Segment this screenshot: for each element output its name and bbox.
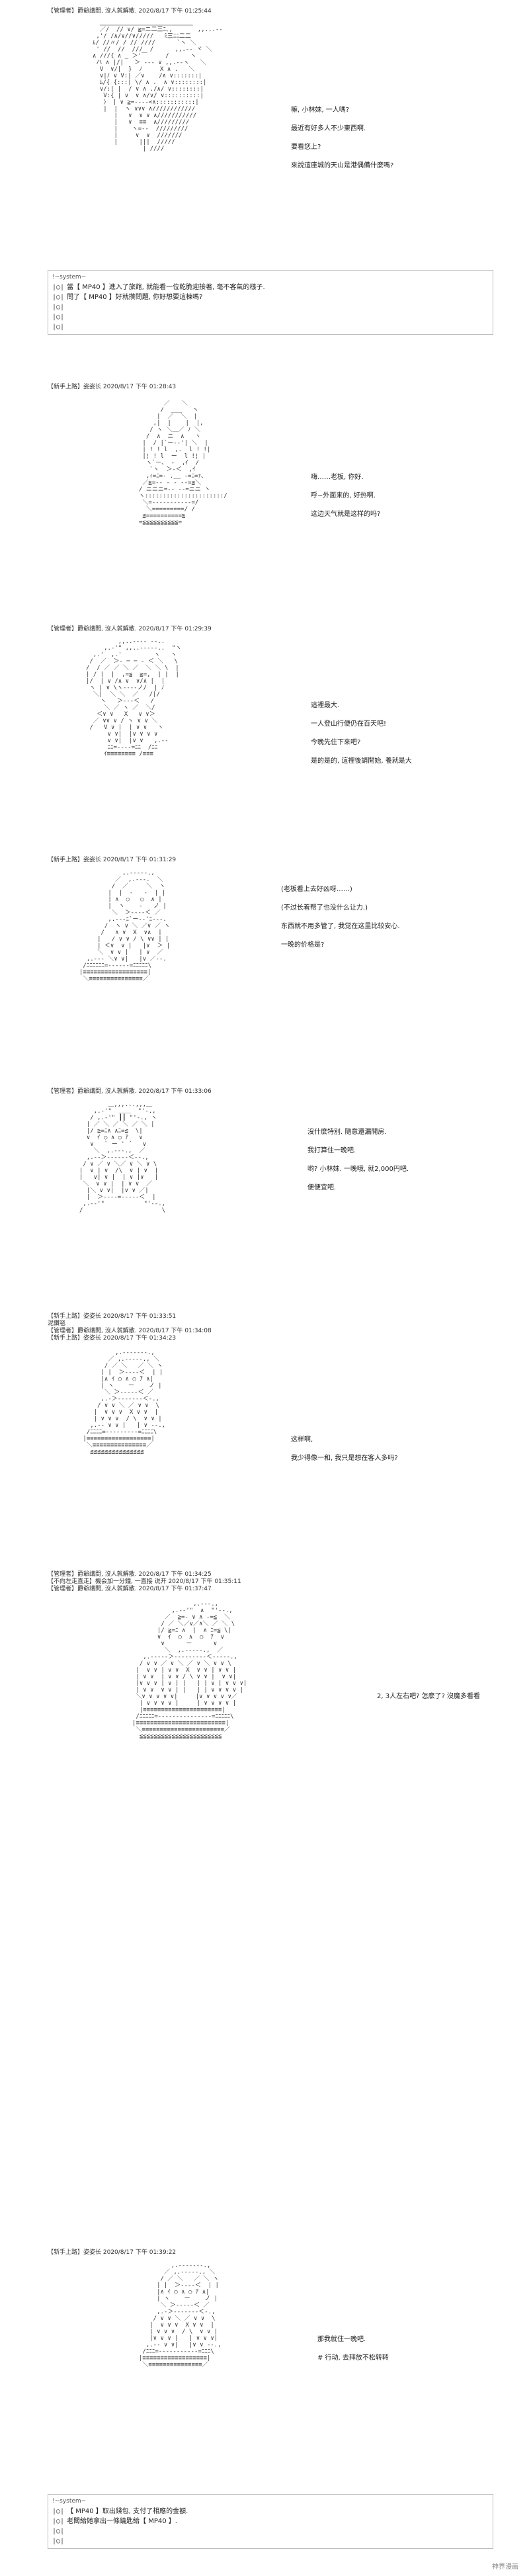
dialog-line: 这边天气就是这样的吗? bbox=[311, 511, 381, 518]
system-line: 老闆給她拿出一條鑰匙給【 MP40 】. bbox=[67, 2518, 177, 2525]
dialog-line: 嘛, 小林妹, 一人嗎? bbox=[291, 107, 350, 114]
dialog-line: 來說這座城的天山是港偶備什麼嗎? bbox=[291, 162, 394, 169]
post-header: 【新手上路】姿姿长 2020/8/17 下午 01:39:22 bbox=[48, 2249, 177, 2256]
ascii-art-figure: ／￣￣＼ / ___ ヽ | ／ ＼ | ,| | | |, / ヽ ＼＿／ ﾉ… bbox=[139, 400, 227, 526]
post-header: 【新手上路】姿姿长 2020/8/17 下午 01:28:43 bbox=[48, 384, 177, 390]
dialog-line: 那我就住一晚吧. bbox=[317, 2336, 366, 2343]
dialog-lines: 2, 3人左右吧? 怎麼了? 沒魔多看看 bbox=[377, 1692, 480, 1711]
system-message-box: !~system~ |◯|【 MP40 】取出錢包, 支付了相應的金額. |◯|… bbox=[48, 2494, 493, 2549]
dialog-line: (老板看上去好凶呀……) bbox=[281, 886, 352, 893]
system-line: 問了【 MP40 】好就攢問題, 你好想要這棟嗎? bbox=[67, 294, 203, 301]
system-title: !~system~ bbox=[52, 2498, 87, 2505]
ascii-art-figure: ‗‗‗‗‗‗‗‗‗‗‗‗‗‗‗‗‗‗‗‗‗‗‗‗‗‗ ／/ // ∨/ ≧=ニ二… bbox=[93, 20, 223, 152]
post-header: 【新手上路】姿姿长 2020/8/17 下午 01:31:29 bbox=[48, 857, 177, 863]
post-sub-header: 泥鑽毯 bbox=[48, 1320, 66, 1327]
dialog-line: 一人登山行便仍在百天吧! bbox=[311, 720, 387, 728]
ascii-art-figure: ,.-‐-., ,.-‐'" ∧ "'‐-., ／ ≧=- ∨ ∧ -=≦ ＼ … bbox=[132, 1601, 247, 1740]
system-title: !~system~ bbox=[52, 274, 87, 280]
post: 【新手上路】姿姿长 2020/8/17 下午 01:31:29 bbox=[48, 857, 176, 864]
dialog-line: 這裡最大. bbox=[311, 702, 340, 709]
thread-page: 【管理者】爵爺講問, 沒人就解散. 2020/8/17 下午 01:25:44 … bbox=[40, 0, 493, 2576]
system-line: 當【 MP40 】進入了旅館, 就能看一位乾脆迎接著, 毫不客氣的樣子. bbox=[67, 284, 265, 291]
dialog-line: (不过长着帮了也没什么让力.) bbox=[281, 904, 368, 912]
dialog-line: 2, 3人左右吧? 怎麼了? 沒魔多看看 bbox=[377, 1693, 481, 1700]
dialog-line: 哟? 小林妹. 一晚哦, 就2,000円吧. bbox=[307, 1166, 409, 1173]
ascii-art-figure: ,.-‐‐‐-., ／ ,.-‐-. ＼ / ／ ＼ ヽ | | ‐ ‐ | |… bbox=[79, 870, 171, 982]
dialog-line: 是的是的, 這裡後請開始, 養就是大 bbox=[311, 757, 412, 765]
post-sub-header: 【不向左走直走】機会加一分鐘, 一直接 说开 2020/8/17 下午 01:3… bbox=[48, 1578, 241, 1585]
post: 【新手上路】姿姿长 2020/8/17 下午 01:39:22 bbox=[48, 2249, 176, 2256]
ascii-art-figure: ,.-‐‐‐‐‐-., ／ ,.-‐‐‐-., ＼ / ／ ＼ ／ ＼ ヽ | … bbox=[83, 1350, 166, 1455]
dialog-lines: 这样啊, 我少得像一和, 我只是想在客人多吗? bbox=[291, 1436, 398, 1473]
dialog-line: 我打算住一晚吧. bbox=[307, 1147, 356, 1154]
dialog-line: 我少得像一和, 我只是想在客人多吗? bbox=[291, 1455, 398, 1462]
post: 【新手上路】姿姿长 2020/8/17 下午 01:28:43 bbox=[48, 384, 176, 391]
dialog-line: 这样啊, bbox=[291, 1436, 313, 1443]
dialog-lines: 這裡最大. 一人登山行便仍在百天吧! 今晚先住下來吧? 是的是的, 這裡後請開始… bbox=[311, 701, 412, 775]
dialog-lines: 嘛, 小林妹, 一人嗎? 最近有好多人不少東西啊. 要看您上? 來說這座城的天山… bbox=[291, 106, 393, 180]
dialog-lines: 那我就住一晚吧. # 行动, 去拜放不松转转 bbox=[317, 2335, 389, 2372]
dialog-line: 一晚的价格是? bbox=[281, 941, 325, 949]
dialog-line: 嗨……老板, 你好. bbox=[311, 474, 364, 481]
dialog-line: 东西就不用多管了, 我觉在这里比较安心. bbox=[281, 923, 400, 930]
post-header: 【管理者】爵爺講問, 沒人就解散. 2020/8/17 下午 01:34:25 bbox=[48, 1571, 212, 1578]
dialog-line: 今晚先住下來吧? bbox=[311, 739, 361, 746]
post: 【管理者】爵爺講問, 沒人就解散. 2020/8/17 下午 01:34:25 … bbox=[48, 1571, 241, 1593]
dialog-lines: 嗨……老板, 你好. 呼~外面来的, 好热啊. 这边天气就是这样的吗? bbox=[311, 473, 380, 529]
site-watermark: 神界漫画 bbox=[492, 2563, 518, 2571]
post-sub-header: 【管理者】爵爺講問, 沒人就解散. 2020/8/17 下午 01:34:08 bbox=[48, 1328, 212, 1334]
dialog-line: 呼~外面来的, 好热啊. bbox=[311, 492, 376, 499]
dialog-line: 便便宜吧. bbox=[307, 1184, 337, 1191]
ascii-art-figure: ＿,,,...,,,＿ ,.-'" ＿＿ "'-., / ,.-'" ┃┃ "'… bbox=[79, 1101, 166, 1214]
post-header: 【管理者】爵爺講問, 沒人就解散. 2020/8/17 下午 01:25:44 bbox=[48, 8, 212, 15]
system-line: 【 MP40 】取出錢包, 支付了相應的金額. bbox=[67, 2508, 188, 2515]
dialog-lines: (老板看上去好凶呀……) (不过长着帮了也没什么让力.) 东西就不用多管了, 我… bbox=[281, 885, 400, 959]
post: 【管理者】爵爺講問, 沒人就解散. 2020/8/17 下午 01:29:39 bbox=[48, 626, 212, 633]
post: 【管理者】爵爺講問, 沒人就解散. 2020/8/17 下午 01:25:44 bbox=[48, 8, 212, 15]
post: 【新手上路】姿姿长 2020/8/17 下午 01:33:51 泥鑽毯 【管理者… bbox=[48, 1313, 212, 1342]
dialog-line: 要看您上? bbox=[291, 144, 321, 151]
system-message-box: !~system~ |◯|當【 MP40 】進入了旅館, 就能看一位乾脆迎接著,… bbox=[48, 270, 493, 335]
dialog-line: # 行动, 去拜放不松转转 bbox=[317, 2354, 389, 2362]
post-sub-header: 【新手上路】姿姿长 2020/8/17 下午 01:34:23 bbox=[48, 1335, 177, 1342]
post-sub-header: 【管理者】爵爺講問, 沒人就解散. 2020/8/17 下午 01:37:47 bbox=[48, 1586, 212, 1592]
post: 【管理者】爵爺講問, 沒人就解散. 2020/8/17 下午 01:33:06 bbox=[48, 1088, 212, 1095]
dialog-line: 沒什麼特別. 隨意還漏開房. bbox=[307, 1129, 387, 1136]
ascii-art-figure: ,,..-‐‐‐ ‐-.. ,.-'" ,,..-‐‐‐-.. "ヽ ,.' ,… bbox=[86, 638, 182, 757]
dialog-line: 最近有好多人不少東西啊. bbox=[291, 125, 366, 132]
dialog-lines: 沒什麼特別. 隨意還漏開房. 我打算住一晚吧. 哟? 小林妹. 一晚哦, 就2,… bbox=[307, 1128, 409, 1202]
post-header: 【管理者】爵爺講問, 沒人就解散. 2020/8/17 下午 01:29:39 bbox=[48, 626, 212, 632]
ascii-art-figure: ,.-‐‐‐‐‐-., ／ ,.-‐‐‐-., ＼ / ／ ＼ ／ ＼ ヽ | … bbox=[139, 2262, 222, 2368]
post-header: 【管理者】爵爺講問, 沒人就解散. 2020/8/17 下午 01:33:06 bbox=[48, 1088, 212, 1095]
post-header: 【新手上路】姿姿长 2020/8/17 下午 01:33:51 bbox=[48, 1313, 177, 1320]
